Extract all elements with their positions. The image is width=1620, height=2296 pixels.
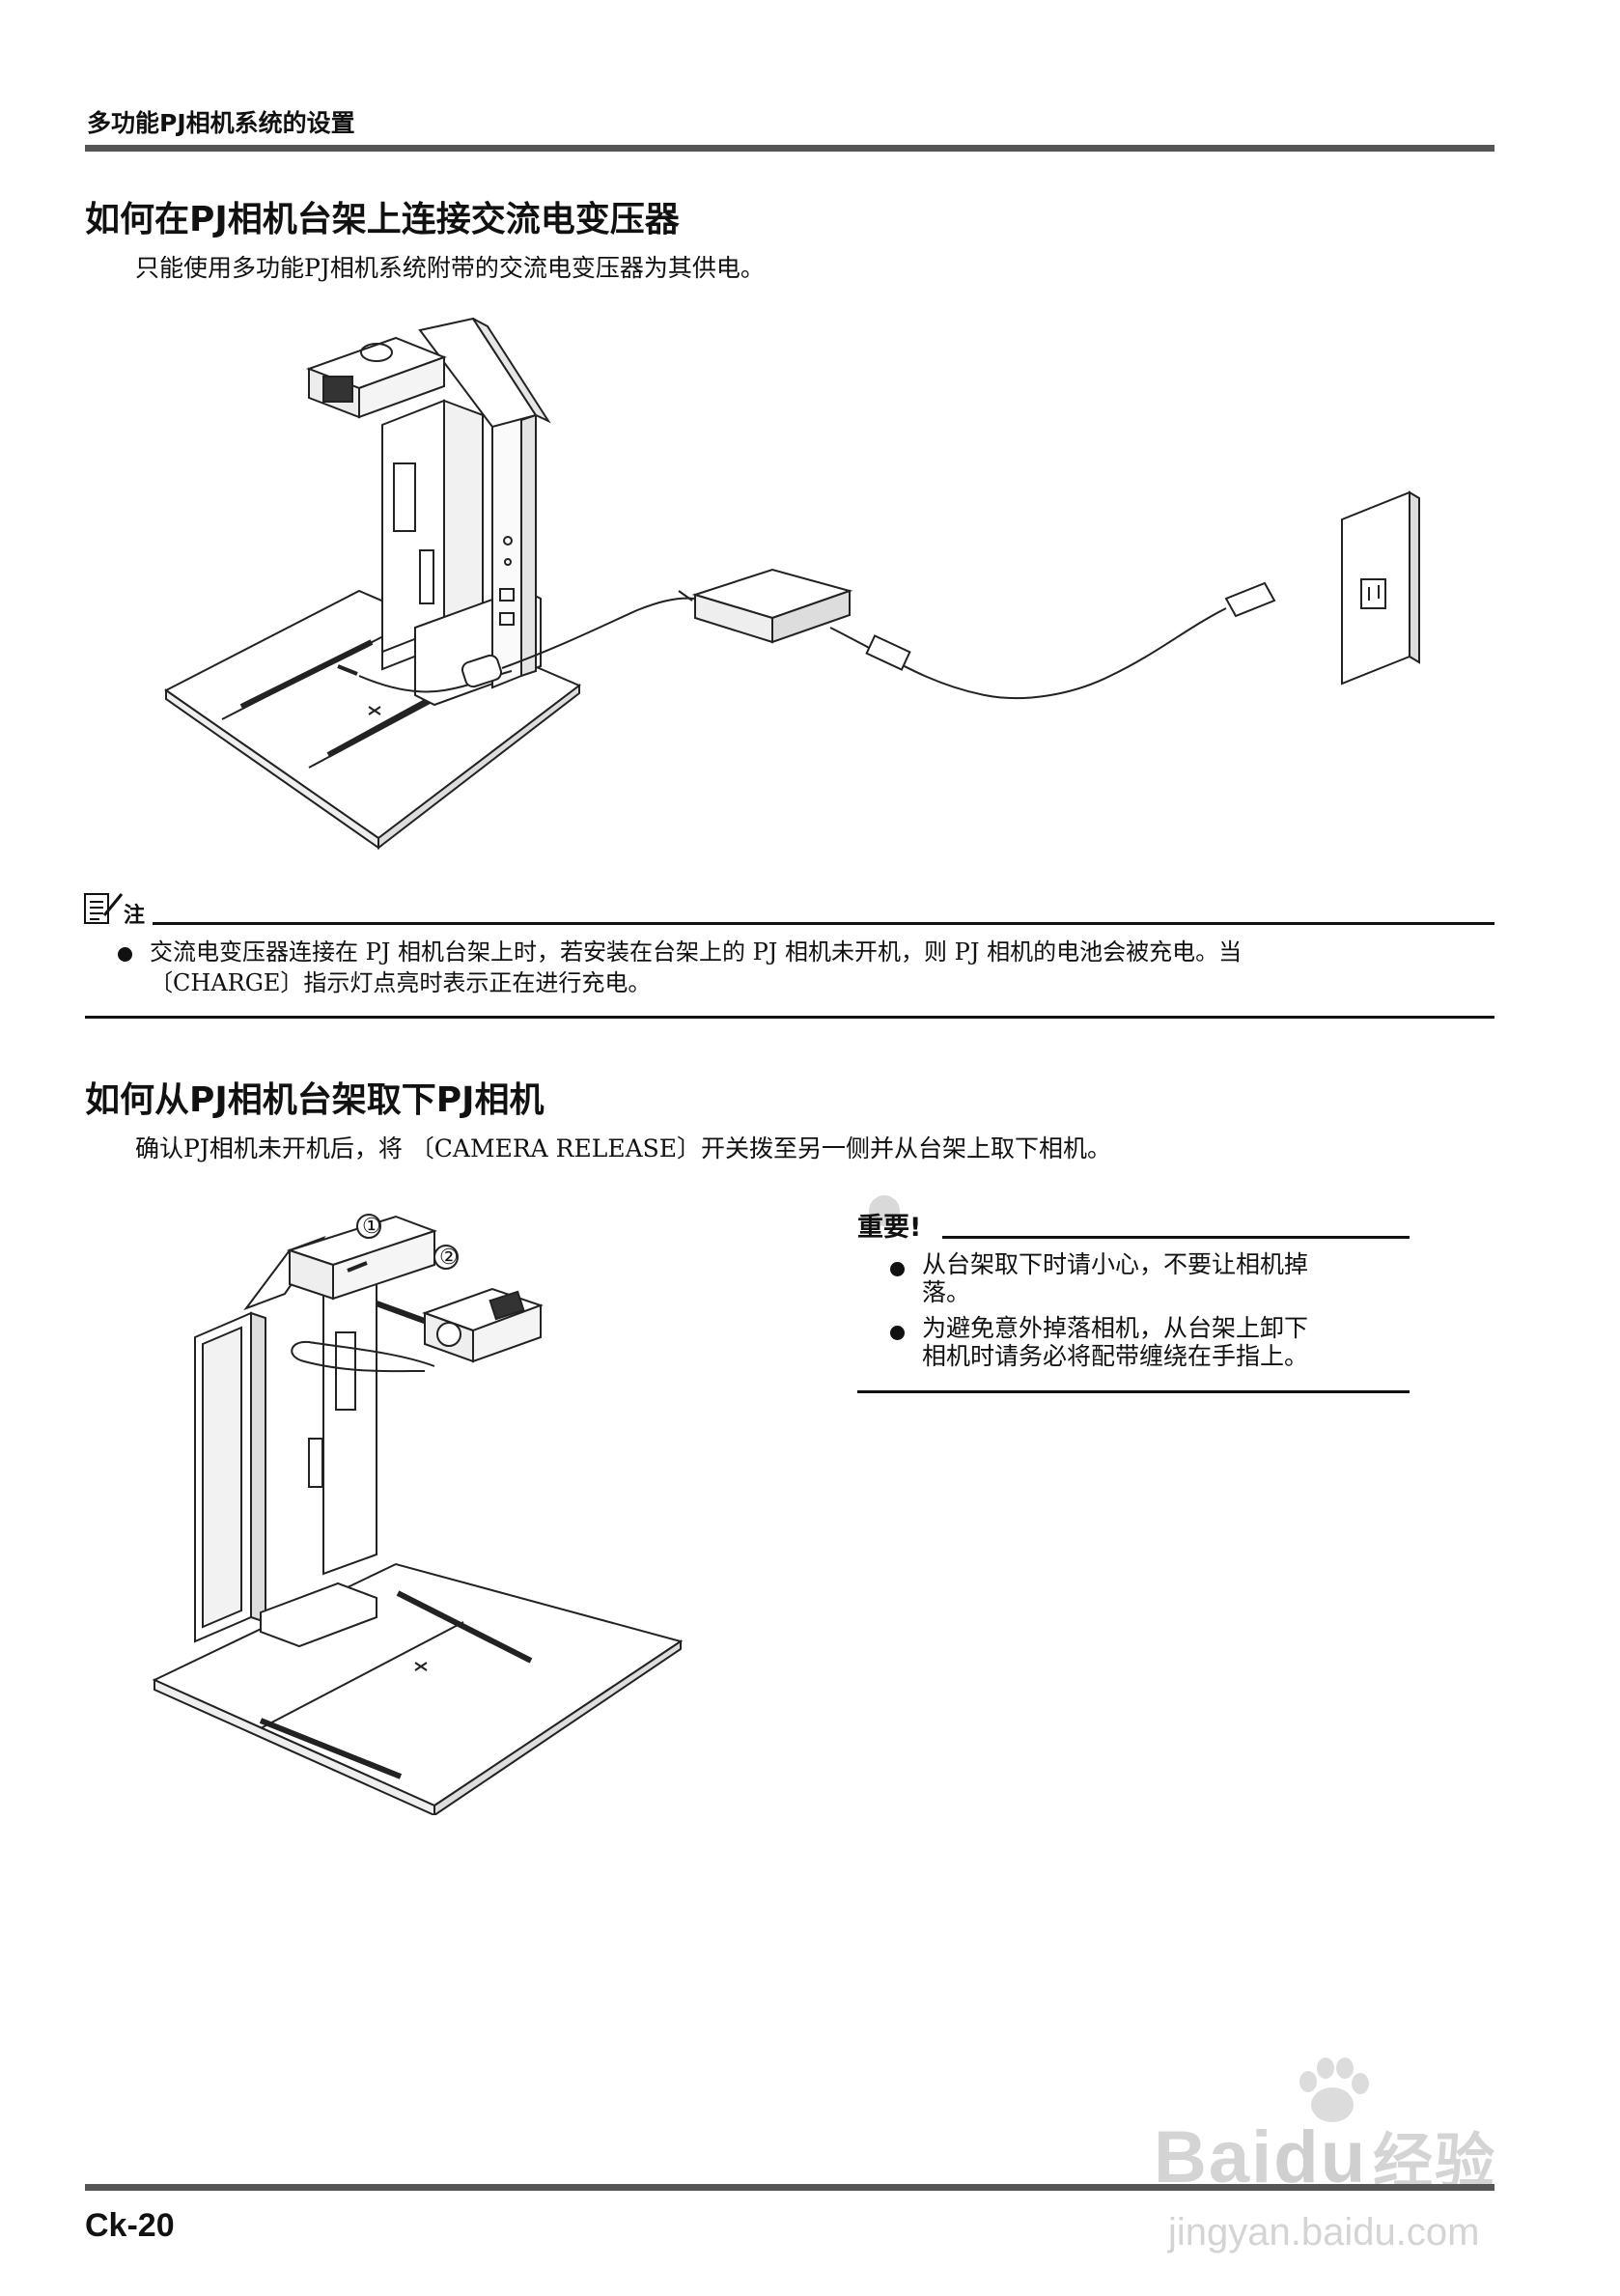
camera-removal-illustration (145, 1188, 714, 1815)
important-top-rule (942, 1236, 1410, 1239)
step2-marker: ② (439, 1246, 459, 1270)
note-label: 注 (124, 904, 146, 928)
paw-logo-icon (1299, 2058, 1369, 2122)
important-bullet-2 (890, 1326, 905, 1340)
note-top-rule (153, 922, 1494, 925)
important-bullet-1 (890, 1262, 905, 1276)
header-rule (85, 145, 1494, 152)
section1-title: 如何在PJ相机台架上连接交流电变压器 (85, 200, 680, 239)
step1-marker: ① (362, 1215, 381, 1239)
note-bullet (118, 947, 132, 962)
section2-intro: 确认PJ相机未开机后，将 〔CAMERA RELEASE〕开关拨至另一侧并从台架… (135, 1134, 1112, 1162)
section1-intro: 只能使用多功能PJ相机系统附带的交流电变压器为其供电。 (135, 254, 765, 282)
page-number: Ck-20 (85, 2207, 175, 2244)
important-label: 重要! (857, 1213, 922, 1243)
note-text-line2: 〔CHARGE〕指示灯点亮时表示正在进行充电。 (150, 969, 652, 996)
important-item2-line2: 相机时请务必将配带缠绕在手指上。 (922, 1342, 1309, 1370)
important-item1-line1: 从台架取下时请小心，不要让相机掉 (922, 1250, 1309, 1278)
note-text-line1: 交流电变压器连接在 PJ 相机台架上时，若安装在台架上的 PJ 相机未开机，则 … (150, 938, 1243, 966)
section2-title: 如何从PJ相机台架取下PJ相机 (85, 1080, 545, 1120)
important-icon (869, 1195, 900, 1226)
ac-adaptor-connection-illustration (154, 309, 1438, 850)
important-item2-line1: 为避免意外掉落相机，从台架上卸下 (922, 1314, 1309, 1342)
footer-rule (85, 2184, 1494, 2191)
watermark-url: jingyan.baidu.com (1168, 2211, 1480, 2254)
important-item1-line2: 落。 (922, 1278, 971, 1306)
important-bottom-rule (857, 1390, 1410, 1393)
note-icon (83, 890, 126, 925)
running-header: 多功能PJ相机系统的设置 (87, 109, 355, 137)
note-bottom-rule (85, 1016, 1494, 1019)
